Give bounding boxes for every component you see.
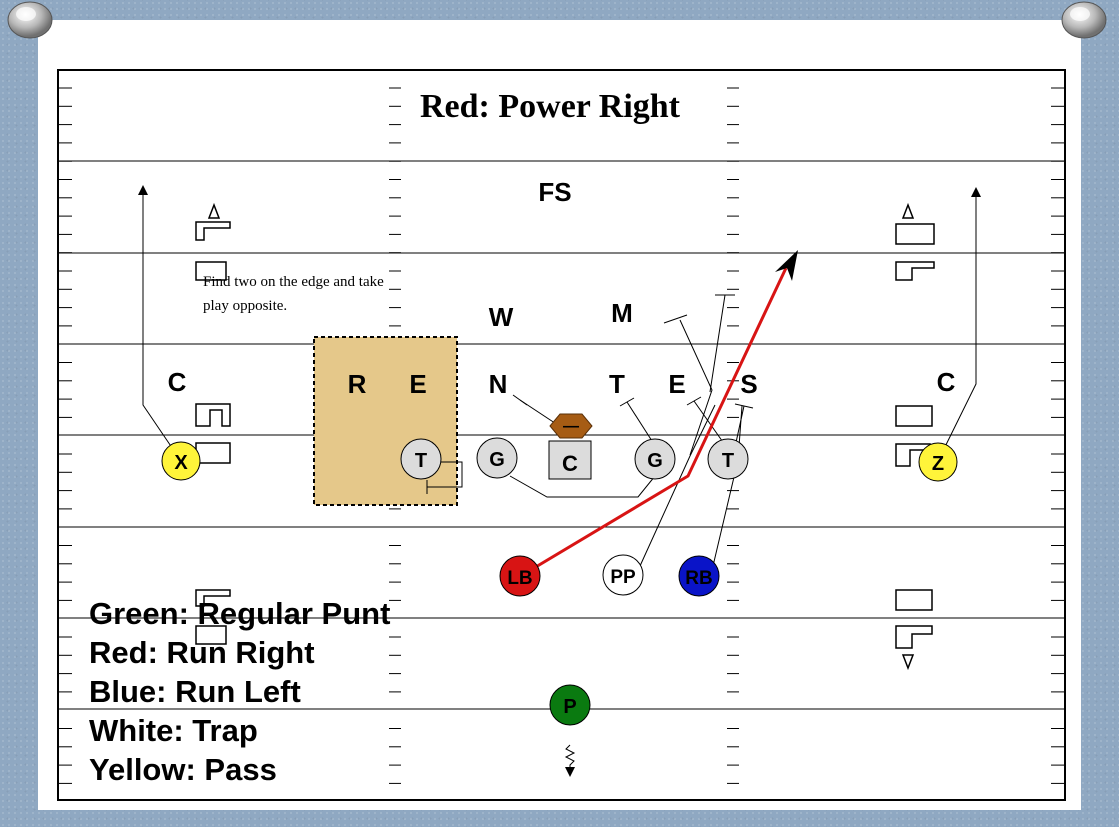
player-g-right: G bbox=[634, 438, 676, 480]
field-numbers bbox=[195, 202, 935, 671]
defender-s: S bbox=[740, 369, 757, 399]
player-pp: PP bbox=[602, 554, 644, 596]
player-g-right-label: G bbox=[647, 450, 663, 472]
note-line-1: Find two on the edge and take bbox=[203, 274, 384, 290]
pin-left-icon bbox=[7, 1, 53, 39]
defender-c-left: C bbox=[168, 367, 187, 397]
defender-e-left: E bbox=[409, 369, 426, 399]
player-p-label: P bbox=[563, 696, 576, 718]
player-t-left-label: T bbox=[415, 450, 427, 472]
legend-white: White: Trap bbox=[89, 713, 258, 748]
player-pp-label: PP bbox=[610, 567, 636, 588]
ball-mark: — bbox=[563, 418, 579, 435]
football-icon: — bbox=[549, 413, 593, 439]
player-t-right-label: T bbox=[722, 450, 734, 472]
defender-e-right: E bbox=[668, 369, 685, 399]
route-arrowhead-icon bbox=[775, 250, 798, 281]
player-g-left-label: G bbox=[489, 449, 505, 471]
defender-c-right: C bbox=[937, 367, 956, 397]
defender-w: W bbox=[489, 302, 514, 332]
note-line-2: play opposite. bbox=[203, 298, 287, 314]
player-rb: RB bbox=[678, 555, 720, 597]
player-z: Z bbox=[918, 442, 958, 482]
defender-fs: FS bbox=[538, 177, 571, 207]
player-center: C bbox=[548, 440, 592, 480]
player-t-left: T bbox=[400, 438, 442, 480]
player-x: X bbox=[161, 441, 201, 481]
legend-green: Green: Regular Punt bbox=[89, 596, 390, 631]
legend-yellow: Yellow: Pass bbox=[89, 752, 277, 787]
defender-n: N bbox=[489, 369, 508, 399]
defender-r: R bbox=[348, 369, 367, 399]
player-p: P bbox=[549, 684, 591, 726]
hash-marks bbox=[58, 87, 1065, 784]
player-center-label: C bbox=[562, 451, 578, 476]
power-route-arrow bbox=[518, 250, 798, 579]
player-lb-label: LB bbox=[507, 568, 532, 589]
page-title: Red: Power Right bbox=[420, 88, 681, 125]
highlight-zone bbox=[313, 336, 458, 506]
legend-blue: Blue: Run Left bbox=[89, 674, 301, 709]
player-z-label: Z bbox=[932, 453, 944, 475]
legend-red: Red: Run Right bbox=[89, 635, 315, 670]
defender-m: M bbox=[611, 298, 633, 328]
player-lb: LB bbox=[499, 555, 541, 597]
pin-right-icon bbox=[1061, 1, 1107, 39]
player-rb-label: RB bbox=[685, 568, 712, 589]
player-g-left: G bbox=[476, 437, 518, 479]
player-x-label: X bbox=[174, 452, 188, 474]
defender-t: T bbox=[609, 369, 625, 399]
player-t-right: T bbox=[707, 438, 749, 480]
legend: Green: Regular Punt Red: Run Right Blue:… bbox=[89, 596, 390, 787]
